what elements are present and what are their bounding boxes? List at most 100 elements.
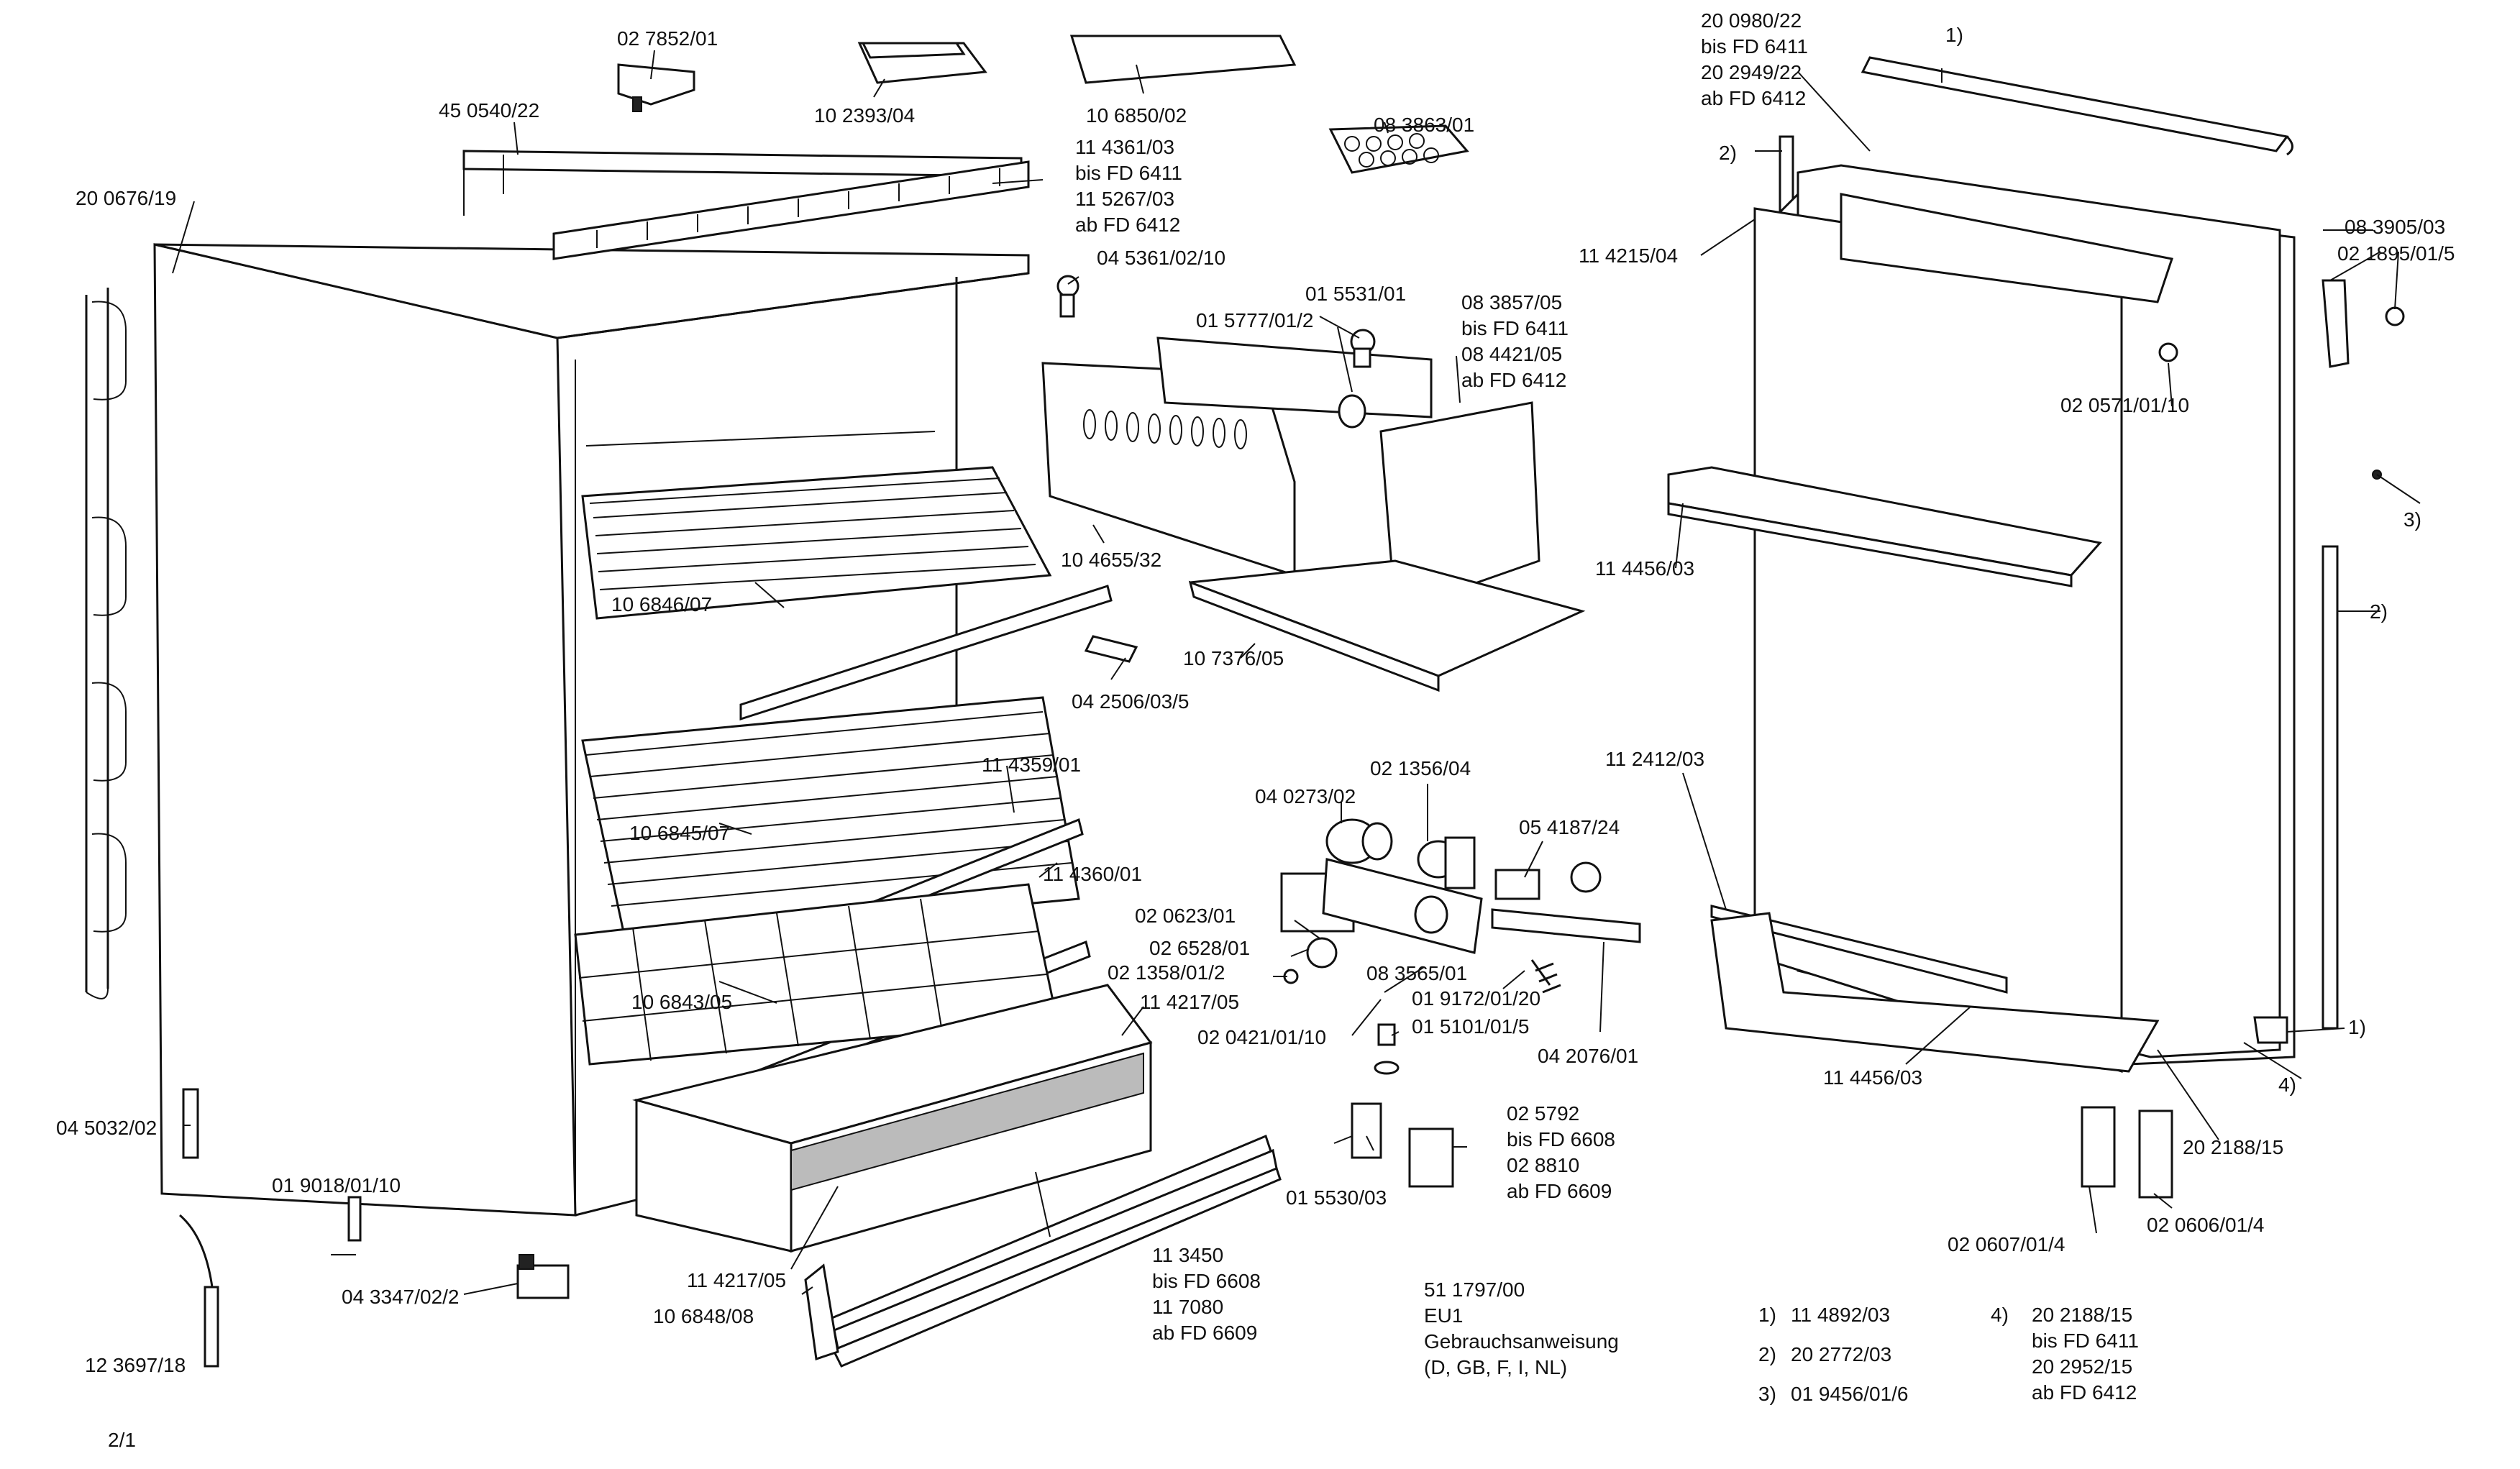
label-p34-0: 02 5792 (1507, 1102, 1579, 1125)
label-p11-2: 08 4421/05 (1461, 343, 1562, 365)
label-p50: 2) (2370, 600, 2388, 623)
label-p42: 1) (1945, 24, 1963, 46)
label-p32: 04 5032/02 (56, 1117, 157, 1139)
label-p34-1: bis FD 6608 (1507, 1128, 1615, 1150)
label-p16: 11 4359/01 (982, 754, 1081, 776)
condenser-coil (85, 288, 127, 999)
note-3-key: 3) (1758, 1383, 1776, 1405)
label-p29: 02 0421/01/10 (1197, 1026, 1326, 1048)
label-p48: 3) (2403, 508, 2421, 531)
label-p44: 11 4215/04 (1579, 244, 1678, 267)
doc-line-1: EU1 (1424, 1304, 1463, 1327)
label-p04: 45 0540/22 (439, 99, 539, 122)
note-1-key: 1) (1758, 1304, 1776, 1326)
label-p06: 08 3863/01 (1374, 114, 1474, 136)
label-p05-1: bis FD 6411 (1075, 162, 1182, 184)
label-p31: 04 2076/01 (1538, 1045, 1638, 1067)
label-p43: 2) (1719, 142, 1737, 164)
label-p17: 10 6845/07 (629, 822, 730, 844)
label-p05-0: 11 4361/03 (1075, 136, 1174, 158)
label-p45: 08 3905/03 (2345, 216, 2445, 238)
support-pin (182, 1088, 199, 1159)
note-3-value: 01 9456/01/6 (1791, 1383, 1909, 1405)
doc-line-2: Gebrauchsanweisung (1424, 1330, 1619, 1353)
label-p41-0: 20 0980/22 (1701, 9, 1802, 32)
footnotes: 1) 11 4892/03 2) 20 2772/03 3) 01 9456/0… (1758, 1304, 2139, 1405)
label-p57: 02 0606/01/4 (2147, 1214, 2265, 1236)
label-p54: 4) (2278, 1074, 2296, 1096)
label-p24: 02 1358/01/2 (1108, 961, 1225, 984)
door-drawing (1667, 56, 2405, 1074)
label-p51: 11 2412/03 (1605, 748, 1704, 770)
label-p37: 11 4217/05 (687, 1269, 786, 1291)
label-p13: 10 4655/32 (1061, 549, 1161, 571)
label-p07: 20 0676/19 (76, 187, 176, 209)
note-4-value-0: 20 2188/15 (2032, 1304, 2132, 1326)
label-p11-0: 08 3857/05 (1461, 291, 1562, 314)
label-p05-3: ab FD 6412 (1075, 214, 1180, 236)
label-p55: 20 2188/15 (2183, 1136, 2283, 1158)
label-p11-3: ab FD 6412 (1461, 369, 1566, 391)
label-p10: 01 5777/01/2 (1196, 309, 1314, 331)
label-p28: 11 4217/05 (1140, 991, 1239, 1013)
label-p34-2: 02 8810 (1507, 1154, 1579, 1176)
label-p38-3: ab FD 6609 (1152, 1322, 1257, 1344)
note-4-value-1: bis FD 6411 (2032, 1330, 2139, 1352)
thermostat-parts (1280, 818, 2173, 1199)
leader-lines (172, 50, 2421, 1295)
page-number: 2/1 (108, 1429, 136, 1451)
note-1-value: 11 4892/03 (1791, 1304, 1890, 1326)
note-4-key: 4) (1991, 1304, 2009, 1326)
label-p52: 1) (2348, 1016, 2366, 1038)
label-p23: 02 6528/01 (1149, 937, 1250, 959)
label-p49: 11 4456/03 (1595, 557, 1694, 580)
manual-reference: 51 1797/00 EU1 Gebrauchsanweisung (D, GB… (1424, 1278, 1619, 1378)
note-2-value: 20 2772/03 (1791, 1343, 1891, 1365)
label-p15: 04 2506/03/5 (1072, 690, 1190, 713)
label-p53: 11 4456/03 (1823, 1066, 1922, 1089)
label-p34-3: ab FD 6609 (1507, 1180, 1612, 1202)
label-p03: 10 6850/02 (1086, 104, 1187, 127)
label-p33: 01 9018/01/10 (272, 1174, 401, 1196)
note-4-value-2: 20 2952/15 (2032, 1355, 2132, 1378)
freezer-drawing (1041, 329, 1586, 692)
label-p38-0: 11 3450 (1152, 1244, 1223, 1266)
label-p14: 10 7376/05 (1183, 647, 1284, 669)
label-p35: 01 5530/03 (1286, 1186, 1387, 1209)
label-p40: 12 3697/18 (85, 1354, 186, 1376)
label-p38-1: bis FD 6608 (1152, 1270, 1261, 1292)
label-p12: 10 6846/07 (611, 593, 712, 615)
note-4-value-3: ab FD 6412 (2032, 1381, 2137, 1404)
doc-line-3: (D, GB, F, I, NL) (1424, 1356, 1567, 1378)
label-p47: 02 0571/01/10 (2060, 394, 2189, 416)
label-p08: 04 5361/02/10 (1097, 247, 1225, 269)
doc-line-0: 51 1797/00 (1424, 1278, 1525, 1301)
cabinet-drawing (85, 35, 1469, 1368)
label-p41-2: 20 2949/22 (1701, 61, 1802, 83)
label-p09: 01 5531/01 (1305, 283, 1406, 305)
label-p19: 02 1356/04 (1370, 757, 1471, 779)
screw-pin (347, 1196, 362, 1242)
label-p05-2: 11 5267/03 (1075, 188, 1174, 210)
label-p20: 04 0273/02 (1255, 785, 1356, 807)
label-p36: 04 3347/02/2 (342, 1286, 460, 1308)
label-p22: 02 0623/01 (1135, 905, 1236, 927)
label-p11-1: bis FD 6411 (1461, 317, 1569, 339)
label-p46: 02 1895/01/5 (2337, 242, 2455, 265)
label-p27: 10 6843/05 (631, 991, 732, 1013)
label-p26: 01 9172/01/20 (1412, 987, 1540, 1010)
note-2-key: 2) (1758, 1343, 1776, 1365)
label-p25: 08 3565/01 (1366, 962, 1467, 984)
label-p01: 02 7852/01 (617, 27, 718, 50)
label-p21: 05 4187/24 (1519, 816, 1620, 838)
label-p18: 11 4360/01 (1043, 863, 1142, 885)
label-p41-3: ab FD 6412 (1701, 87, 1806, 109)
label-p30: 01 5101/01/5 (1412, 1015, 1530, 1038)
thermo-sensor (179, 1214, 214, 1359)
label-p41-1: bis FD 6411 (1701, 35, 1808, 58)
label-p56: 02 0607/01/4 (1948, 1233, 2065, 1255)
label-p39: 10 6848/08 (653, 1305, 754, 1327)
label-p02: 10 2393/04 (814, 104, 915, 127)
hinge-block (516, 1264, 570, 1299)
